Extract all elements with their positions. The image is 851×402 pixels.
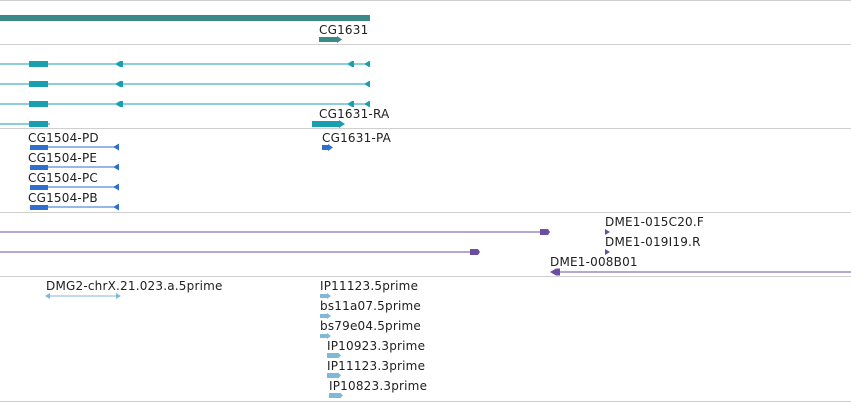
- gene-bar[interactable]: [0, 15, 370, 21]
- protein-cg1504-pd-glyph[interactable]: [30, 143, 119, 151]
- track-divider: [0, 0, 851, 1]
- clone-end-row[interactable]: [0, 249, 480, 255]
- clone-end-label-019i19[interactable]: DME1-019I19.R: [605, 235, 701, 249]
- protein-cg1504-pb-glyph[interactable]: [30, 203, 119, 211]
- protein-cg1631-pa-glyph[interactable]: [322, 144, 333, 151]
- track-divider: [0, 128, 851, 129]
- track-divider: [0, 276, 851, 277]
- protein-label-cg1504-pd[interactable]: CG1504-PD: [28, 131, 99, 145]
- transcript-cg1631-ra-glyph[interactable]: [312, 120, 345, 128]
- protein-label-cg1504-pc[interactable]: CG1504-PC: [28, 171, 98, 185]
- est-ip10823-3prime-glyph[interactable]: [329, 392, 343, 399]
- est-label-ip10923-3prime[interactable]: IP10923.3prime: [327, 339, 426, 353]
- est-label-bs11a07[interactable]: bs11a07.5prime: [320, 299, 421, 313]
- clone-end-label-015c20[interactable]: DME1-015C20.F: [605, 215, 705, 229]
- est-label-dmg2[interactable]: DMG2-chrX.21.023.a.5prime: [46, 279, 223, 293]
- clone-end-008b01-glyph[interactable]: [550, 268, 851, 276]
- track-divider: [0, 44, 851, 45]
- gene-cg1631-glyph[interactable]: [319, 37, 337, 42]
- protein-cg1504-pe-glyph[interactable]: [30, 163, 119, 171]
- est-ip11123-3prime-glyph[interactable]: [327, 372, 341, 379]
- gene-label-cg1631[interactable]: CG1631: [319, 23, 369, 37]
- transcript-label-cg1631-ra[interactable]: CG1631-RA: [319, 107, 390, 121]
- protein-cg1504-pc-glyph[interactable]: [30, 183, 119, 191]
- est-label-ip11123-3prime[interactable]: IP11123.3prime: [327, 359, 426, 373]
- est-bs79e04-glyph[interactable]: [320, 333, 331, 339]
- clone-end-row[interactable]: [0, 229, 550, 235]
- est-label-ip11123-5prime[interactable]: IP11123.5prime: [320, 279, 419, 293]
- track-divider: [0, 212, 851, 213]
- est-label-ip10823-3prime[interactable]: IP10823.3prime: [329, 379, 428, 393]
- transcript-row[interactable]: [0, 121, 50, 127]
- est-ip10923-3prime-glyph[interactable]: [327, 352, 341, 359]
- est-bs11a07-glyph[interactable]: [320, 313, 331, 319]
- transcript-row[interactable]: [0, 81, 370, 87]
- gene-cg1631-arrow: [337, 36, 342, 43]
- protein-label-cg1631-pa[interactable]: CG1631-PA: [322, 131, 392, 145]
- clone-end-019i19-glyph[interactable]: [605, 249, 610, 255]
- clone-end-label-008b01[interactable]: DME1-008B01: [550, 255, 638, 269]
- clone-end-015c20-glyph[interactable]: [605, 229, 610, 235]
- protein-label-cg1504-pe[interactable]: CG1504-PE: [28, 151, 98, 165]
- protein-label-cg1504-pb[interactable]: CG1504-PB: [28, 191, 98, 205]
- est-label-bs79e04[interactable]: bs79e04.5prime: [320, 319, 421, 333]
- est-dmg2-glyph[interactable]: [45, 293, 121, 299]
- transcript-row[interactable]: [0, 61, 370, 67]
- est-ip11123-5prime-glyph[interactable]: [320, 293, 331, 299]
- transcript-row[interactable]: [0, 101, 370, 107]
